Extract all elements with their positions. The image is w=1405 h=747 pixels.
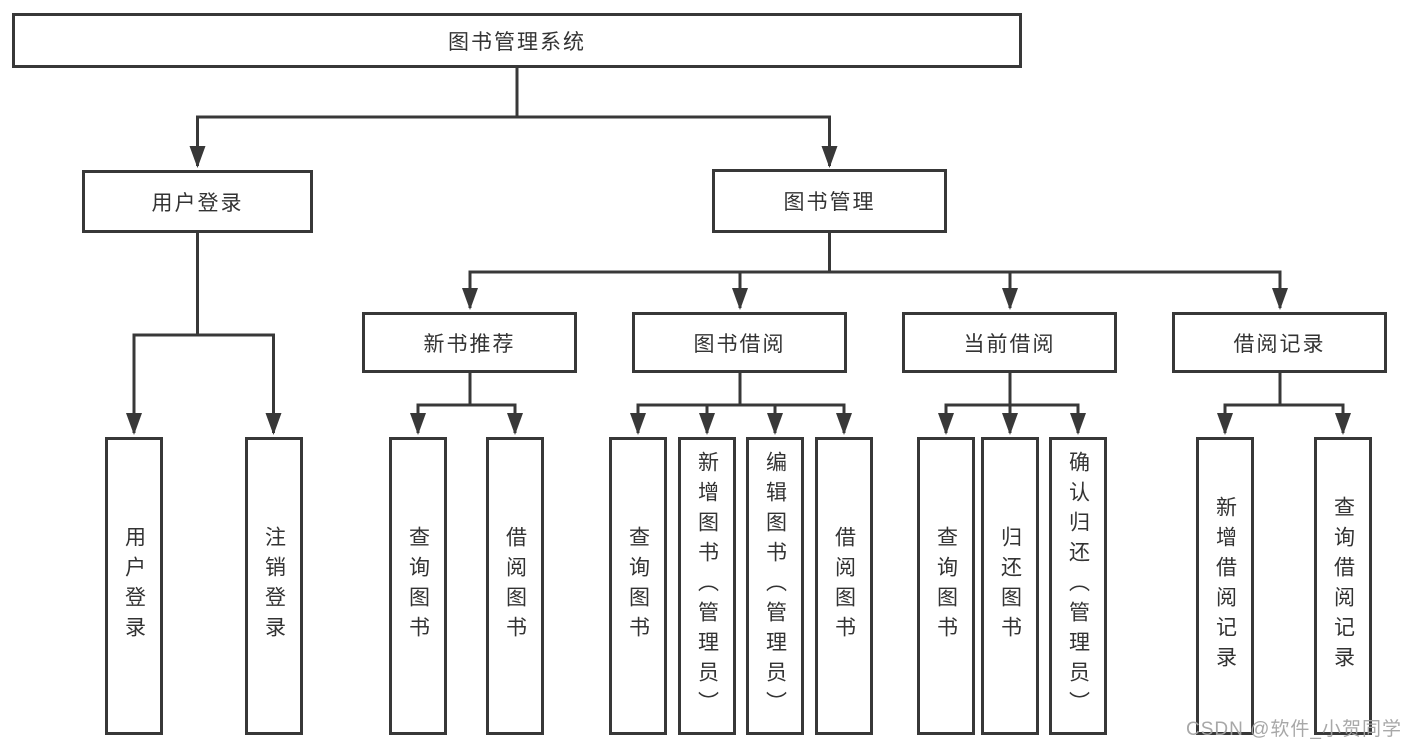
node-new-book-recommend-label: 新书推荐 [423, 332, 516, 356]
leaf-borrow-books-2-label: 借阅图书 [832, 526, 856, 646]
leaf-query-books-2: 查询图书 [609, 437, 667, 735]
leaf-query-borrow-record: 查询借阅记录 [1314, 437, 1372, 735]
leaf-add-borrow-record: 新增借阅记录 [1196, 437, 1254, 735]
leaf-add-book-admin: 新增图书（管理员） [678, 437, 736, 735]
leaf-borrow-books-2: 借阅图书 [815, 437, 873, 735]
node-book-borrow-label: 图书借阅 [693, 332, 786, 356]
node-user-login-label: 用户登录 [151, 191, 244, 215]
node-book-management: 图书管理 [712, 169, 947, 233]
leaf-query-books-3: 查询图书 [917, 437, 975, 735]
node-current-borrow-label: 当前借阅 [963, 332, 1056, 356]
node-user-login: 用户登录 [82, 170, 313, 233]
node-current-borrow: 当前借阅 [902, 312, 1117, 373]
leaf-borrow-books-1: 借阅图书 [486, 437, 544, 735]
node-borrow-records-label: 借阅记录 [1233, 332, 1326, 356]
leaf-user-login-label: 用户登录 [122, 526, 146, 646]
leaf-query-books-1: 查询图书 [389, 437, 447, 735]
leaf-edit-book-admin-label: 编辑图书（管理员） [763, 451, 787, 721]
leaf-logout: 注销登录 [245, 437, 303, 735]
leaf-add-book-admin-label: 新增图书（管理员） [695, 451, 719, 721]
leaf-confirm-return-admin: 确认归还（管理员） [1049, 437, 1107, 735]
leaf-edit-book-admin: 编辑图书（管理员） [746, 437, 804, 735]
csdn-watermark: CSDN @软件_小贺同学 [1186, 719, 1402, 740]
leaf-borrow-books-1-label: 借阅图书 [503, 526, 527, 646]
leaf-query-books-2-label: 查询图书 [626, 526, 650, 646]
node-new-book-recommend: 新书推荐 [362, 312, 577, 373]
leaf-return-book: 归还图书 [981, 437, 1039, 735]
node-book-borrow: 图书借阅 [632, 312, 847, 373]
root-node-label: 图书管理系统 [448, 30, 586, 54]
leaf-return-book-label: 归还图书 [998, 526, 1022, 646]
leaf-query-books-1-label: 查询图书 [406, 526, 430, 646]
leaf-logout-label: 注销登录 [262, 526, 286, 646]
leaf-query-borrow-record-label: 查询借阅记录 [1331, 496, 1355, 676]
leaf-confirm-return-admin-label: 确认归还（管理员） [1066, 451, 1090, 721]
node-borrow-records: 借阅记录 [1172, 312, 1387, 373]
leaf-query-books-3-label: 查询图书 [934, 526, 958, 646]
node-book-management-label: 图书管理 [783, 191, 876, 214]
leaf-user-login: 用户登录 [105, 437, 163, 735]
leaf-add-borrow-record-label: 新增借阅记录 [1213, 496, 1237, 676]
root-node: 图书管理系统 [12, 13, 1022, 68]
